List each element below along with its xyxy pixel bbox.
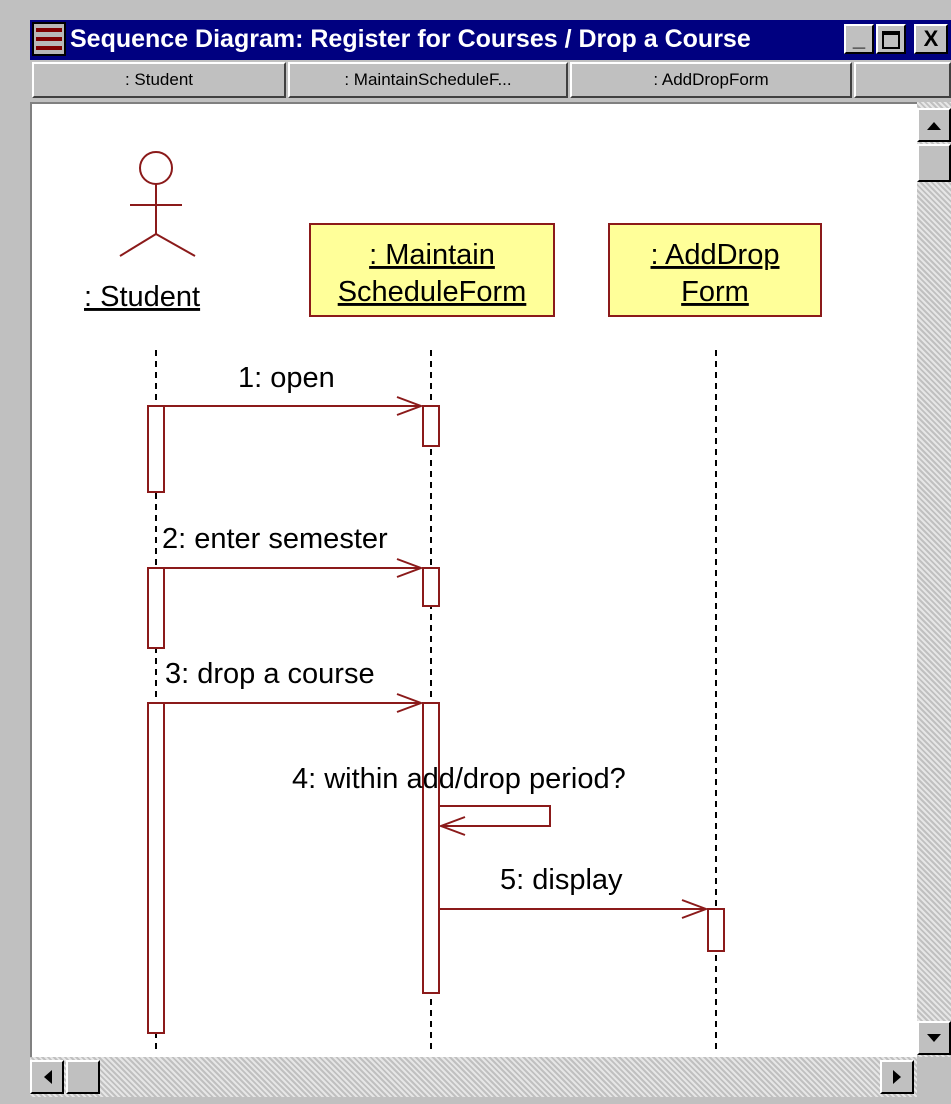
arrowhead-self-check: [438, 816, 466, 836]
maximize-button[interactable]: [876, 24, 906, 54]
triangle-down-icon: [927, 1033, 941, 1042]
triangle-left-icon: [43, 1070, 52, 1084]
diagram-canvas[interactable]: : Student : Maintain ScheduleForm : AddD…: [30, 102, 917, 1057]
scrollbar-corner: [917, 1057, 951, 1097]
message-arrow-self-check: [439, 805, 551, 827]
close-button[interactable]: X: [914, 24, 948, 54]
object-box-adddropform[interactable]: [608, 223, 822, 317]
object-box-maintainscheduleform[interactable]: [309, 223, 555, 317]
window-app-icon[interactable]: [32, 22, 66, 56]
message-label-3: 3: drop a course: [165, 658, 375, 690]
activation-student-1: [147, 405, 165, 493]
title-bar[interactable]: [30, 20, 951, 60]
actor-head: [139, 151, 173, 185]
actor-figure[interactable]: [119, 151, 196, 257]
object-label-maintain-line1: : Maintain: [369, 239, 495, 271]
activation-form-1: [422, 405, 440, 447]
triangle-right-icon: [892, 1070, 901, 1084]
arrowhead-display: [681, 899, 709, 919]
header-tab-maintainscheduleform[interactable]: : MaintainScheduleF...: [288, 62, 568, 98]
activation-student-2: [147, 567, 165, 649]
actor-right-leg: [155, 233, 196, 257]
scroll-down-button[interactable]: [917, 1021, 951, 1055]
object-label-adddrop-line2: Form: [681, 276, 749, 308]
scroll-right-button[interactable]: [880, 1060, 914, 1094]
scroll-left-button[interactable]: [30, 1060, 64, 1094]
vertical-scroll-thumb[interactable]: [917, 144, 951, 182]
minimize-button[interactable]: _: [844, 24, 874, 54]
header-tab-adddropform[interactable]: : AddDropForm: [570, 62, 852, 98]
horizontal-scrollbar[interactable]: [30, 1057, 917, 1097]
message-label-4: 4: within add/drop period?: [292, 763, 626, 795]
activation-adddrop-1: [707, 908, 725, 952]
maximize-icon: [882, 31, 900, 49]
scroll-up-button[interactable]: [917, 108, 951, 142]
message-label-5: 5: display: [500, 864, 623, 896]
header-tab-empty: [854, 62, 951, 98]
window-bottom-frame: [0, 1097, 951, 1104]
object-label-maintain-line2: ScheduleForm: [338, 276, 527, 308]
vertical-scrollbar[interactable]: [917, 102, 951, 1057]
actor-left-leg: [119, 233, 157, 257]
activation-student-3: [147, 702, 165, 1034]
window-title: Sequence Diagram: Register for Courses /…: [70, 25, 751, 53]
activation-form-3: [422, 702, 440, 994]
arrowhead-drop-course: [396, 693, 424, 713]
message-label-1: 1: open: [238, 362, 335, 394]
arrowhead-enter-semester: [396, 558, 424, 578]
object-label-adddrop-line1: : AddDrop: [651, 239, 780, 271]
header-tab-student[interactable]: : Student: [32, 62, 286, 98]
activation-form-2: [422, 567, 440, 607]
message-label-2: 2: enter semester: [162, 523, 388, 555]
triangle-up-icon: [927, 121, 941, 130]
horizontal-scroll-thumb[interactable]: [66, 1060, 100, 1094]
actor-label: : Student: [84, 281, 200, 313]
sequence-diagram: : Student : Maintain ScheduleForm : AddD…: [84, 151, 822, 1054]
arrowhead-open: [396, 396, 424, 416]
